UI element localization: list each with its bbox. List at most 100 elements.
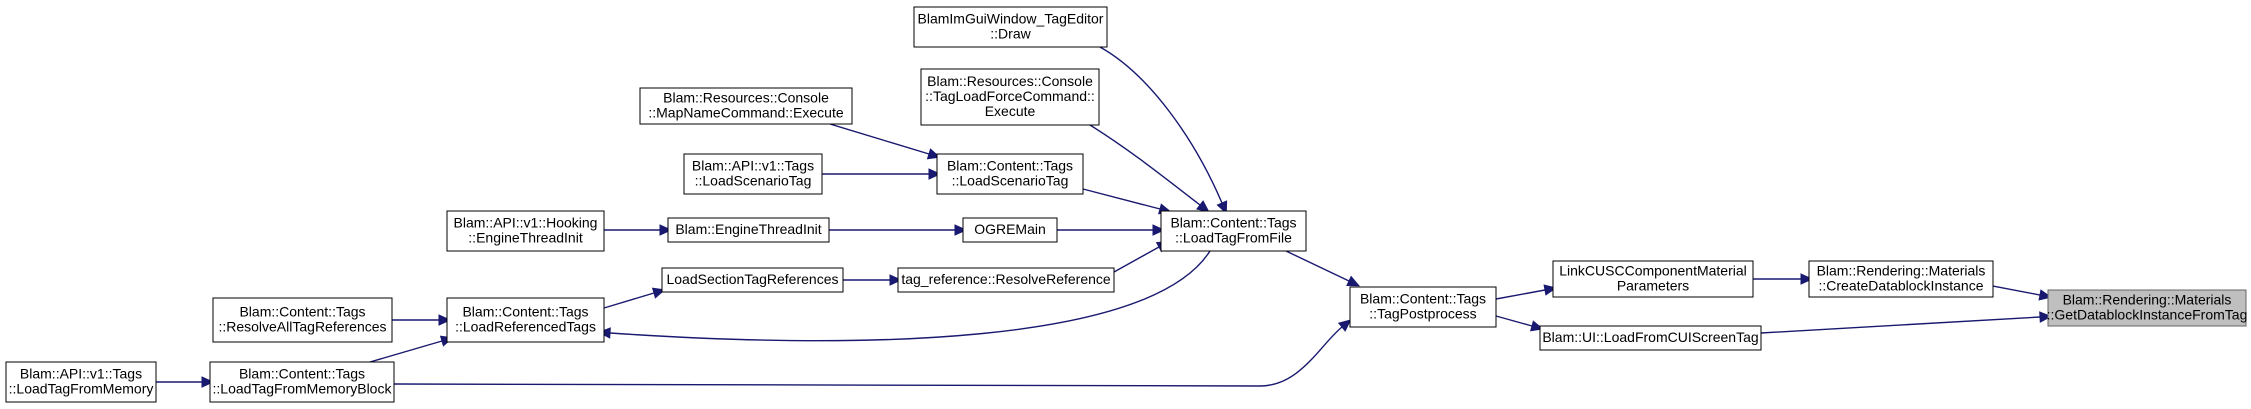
edge-line bbox=[1760, 316, 2041, 334]
node-label: ::LoadTagFromMemoryBlock bbox=[213, 381, 393, 397]
edge-resolvereference-to-loadtagfromfile bbox=[1113, 241, 1170, 273]
arrowhead-icon bbox=[1800, 273, 1814, 285]
node-label: Parameters bbox=[1617, 278, 1689, 294]
edge-loadtagfromfile-to-tagpostprocess bbox=[1285, 250, 1360, 287]
node-label: ::LoadScenarioTag bbox=[952, 173, 1069, 189]
arrowhead-icon bbox=[889, 274, 903, 286]
node-box bbox=[962, 217, 1058, 243]
node-label: LoadSectionTagReferences bbox=[666, 271, 838, 287]
node-label: Blam::Resources::Console bbox=[927, 73, 1093, 89]
node-box bbox=[913, 6, 1108, 48]
node-box bbox=[661, 267, 844, 293]
arrowhead-icon bbox=[438, 314, 452, 326]
node-ogremain[interactable]: OGREMain bbox=[962, 217, 1058, 243]
edge-loadtagfromfile-to-loadreferencedtags bbox=[597, 250, 1211, 342]
node-label: Execute bbox=[985, 103, 1036, 119]
node-box bbox=[683, 153, 823, 195]
node-label: ::ResolveAllTagReferences bbox=[218, 319, 386, 335]
node-box bbox=[1808, 260, 1994, 298]
node-box bbox=[667, 217, 830, 243]
node-label: ::LoadScenarioTag bbox=[695, 173, 812, 189]
edge-line bbox=[1495, 315, 1533, 327]
node-label: tag_reference::ResolveReference bbox=[901, 271, 1111, 287]
arrowhead-icon bbox=[1216, 200, 1228, 215]
edge-ogremain-to-loadtagfromfile bbox=[1057, 224, 1166, 236]
node-label: Blam::API::v1::Tags bbox=[20, 366, 142, 382]
node-loadsectiontagrefs[interactable]: LoadSectionTagReferences bbox=[661, 267, 844, 293]
edge-line bbox=[1285, 250, 1350, 282]
node-tagloadforce[interactable]: Blam::Resources::Console::TagLoadForceCo… bbox=[920, 68, 1100, 126]
node-box bbox=[446, 210, 605, 252]
node-loadtagfrommemoryblock[interactable]: Blam::Content::Tags::LoadTagFromMemoryBl… bbox=[209, 361, 395, 403]
node-resolvereference[interactable]: tag_reference::ResolveReference bbox=[897, 267, 1115, 293]
edge-line bbox=[1099, 46, 1223, 204]
arrowhead-icon bbox=[2039, 311, 2053, 323]
edge-loadscenario-to-loadtagfromfile bbox=[1082, 188, 1172, 215]
node-label: Blam::EngineThreadInit bbox=[675, 221, 821, 237]
node-enginethreadinit[interactable]: Blam::EngineThreadInit bbox=[667, 217, 830, 243]
node-resolvealltagrefs[interactable]: Blam::Content::Tags::ResolveAllTagRefere… bbox=[212, 297, 393, 343]
node-createdatablock[interactable]: Blam::Rendering::Materials::CreateDatabl… bbox=[1808, 260, 1994, 298]
node-box bbox=[897, 267, 1115, 293]
node-label: ::TagPostprocess bbox=[1369, 306, 1476, 322]
edge-createdatablock-to-getdatablock bbox=[1992, 285, 2052, 301]
node-loadtagfromfile[interactable]: Blam::Content::Tags::LoadTagFromFile bbox=[1160, 210, 1307, 252]
node-label: Blam::UI::LoadFromCUIScreenTag bbox=[1542, 329, 1758, 345]
node-label: Blam::Content::Tags bbox=[947, 158, 1073, 174]
node-loadreferencedtags[interactable]: Blam::Content::Tags::LoadReferencedTags bbox=[446, 297, 605, 343]
node-box bbox=[2047, 289, 2247, 327]
edge-apihooking-to-enginethreadinit bbox=[604, 224, 673, 236]
node-label: LinkCUSCComponentMaterial bbox=[1559, 263, 1747, 279]
node-box bbox=[936, 153, 1084, 195]
node-box bbox=[212, 297, 393, 343]
node-box bbox=[446, 297, 605, 343]
arrowhead-icon bbox=[1346, 275, 1360, 287]
arrowhead-icon bbox=[954, 224, 968, 236]
node-apiloadtagfrommemory[interactable]: Blam::API::v1::Tags::LoadTagFromMemory bbox=[5, 361, 157, 403]
edge-tagloadforce-to-loadtagfromfile bbox=[1089, 124, 1210, 213]
node-box bbox=[1539, 325, 1762, 351]
node-label: Blam::Content::Tags bbox=[462, 304, 588, 320]
node-label: OGREMain bbox=[974, 221, 1046, 237]
nodes-layer: Blam::Rendering::Materials::GetDatablock… bbox=[5, 6, 2247, 403]
node-box bbox=[639, 87, 853, 125]
node-label: ::TagLoadForceCommand:: bbox=[925, 88, 1095, 104]
edge-loadsectiontagrefs-to-resolvereference bbox=[843, 274, 903, 286]
node-label: Blam::Content::Tags bbox=[1170, 215, 1296, 231]
node-label: Blam::Content::Tags bbox=[1360, 291, 1486, 307]
arrowhead-icon bbox=[201, 376, 215, 388]
node-box bbox=[209, 361, 395, 403]
edge-line bbox=[829, 123, 930, 155]
edge-line bbox=[1992, 285, 2041, 296]
arrowhead-icon bbox=[1152, 224, 1166, 236]
node-box bbox=[5, 361, 157, 403]
edge-line bbox=[609, 250, 1211, 342]
node-label: Blam::Resources::Console bbox=[663, 90, 829, 106]
edge-tagpostprocess-to-linkcusc bbox=[1495, 284, 1557, 300]
node-label: Blam::API::v1::Tags bbox=[692, 158, 814, 174]
node-loadfromcui[interactable]: Blam::UI::LoadFromCUIScreenTag bbox=[1539, 325, 1762, 351]
edge-loadfromcui-to-getdatablock bbox=[1760, 311, 2053, 334]
edge-line bbox=[369, 340, 443, 363]
node-apiloadscenario[interactable]: Blam::API::v1::Tags::LoadScenarioTag bbox=[683, 153, 823, 195]
node-apihooking[interactable]: Blam::API::v1::Hooking::EngineThreadInit bbox=[446, 210, 605, 252]
edge-line bbox=[1113, 246, 1160, 273]
arrowhead-icon bbox=[1337, 319, 1352, 332]
arrowhead-icon bbox=[659, 224, 673, 236]
arrowhead-icon bbox=[1196, 200, 1210, 213]
edge-loadreferencedtags-to-loadsectiontagrefs bbox=[603, 287, 666, 309]
node-label: ::MapNameCommand::Execute bbox=[648, 105, 844, 121]
node-box bbox=[920, 68, 1100, 126]
node-tageditor[interactable]: BlamImGuiWindow_TagEditor::Draw bbox=[913, 6, 1108, 48]
node-label: Blam::API::v1::Hooking bbox=[454, 215, 598, 231]
edge-line bbox=[1089, 124, 1201, 206]
node-label: ::LoadTagFromMemory bbox=[9, 381, 154, 397]
edge-tagpostprocess-to-loadfromcui bbox=[1495, 315, 1544, 332]
node-box bbox=[1160, 210, 1307, 252]
node-loadscenario[interactable]: Blam::Content::Tags::LoadScenarioTag bbox=[936, 153, 1084, 195]
edge-loadtagfrommemoryblock-to-tagpostprocess bbox=[393, 319, 1352, 387]
node-mapname[interactable]: Blam::Resources::Console::MapNameCommand… bbox=[639, 87, 853, 125]
node-tagpostprocess[interactable]: Blam::Content::Tags::TagPostprocess bbox=[1349, 286, 1497, 328]
edge-tageditor-to-loadtagfromfile bbox=[1099, 46, 1228, 215]
